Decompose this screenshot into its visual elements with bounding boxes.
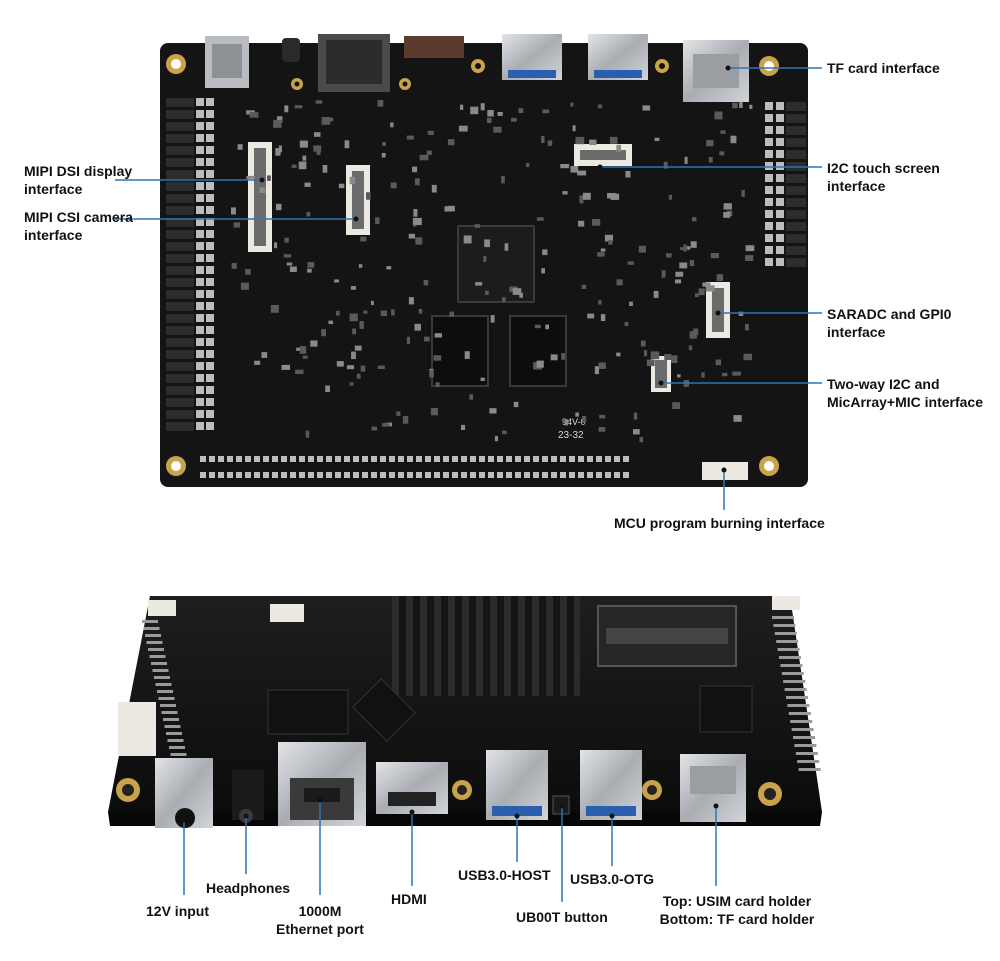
usb-otg-port bbox=[580, 750, 642, 820]
side-header-pins bbox=[142, 616, 821, 771]
label-mipi-csi-line2: interface bbox=[24, 227, 83, 243]
ul-mark: 94V-0 bbox=[562, 417, 586, 427]
label-i2c-touch-line1: I2C touch screen bbox=[827, 160, 940, 176]
label-ethernet-line2: Ethernet port bbox=[276, 921, 364, 937]
side-board bbox=[108, 596, 822, 828]
hdmi-port bbox=[376, 762, 448, 814]
label-i2c-touch: I2C touch screen interface bbox=[827, 159, 940, 195]
top-edge-connectors bbox=[205, 34, 749, 102]
label-card-line1: Top: USIM card holder bbox=[662, 893, 812, 909]
top-header-pins bbox=[166, 98, 806, 478]
heatsink bbox=[392, 596, 580, 696]
label-hdmi: HDMI bbox=[391, 891, 427, 907]
label-mcu-burning: MCU program burning interface bbox=[614, 515, 825, 531]
label-card-holder: Top: USIM card holder Bottom: TF card ho… bbox=[644, 892, 830, 928]
top-mounting-holes bbox=[166, 54, 779, 476]
top-board: 94V-0 23-32 bbox=[160, 34, 808, 487]
label-mipi-dsi-line1: MIPI DSI display bbox=[24, 163, 133, 179]
top-leader-lines bbox=[115, 67, 822, 510]
label-card-line2: Bottom: TF card holder bbox=[659, 911, 815, 927]
label-headphones: Headphones bbox=[206, 880, 291, 896]
label-ethernet-line1: 1000M bbox=[298, 903, 342, 919]
label-i2c-touch-line2: interface bbox=[827, 178, 886, 194]
label-mipi-dsi: MIPI DSI display interface bbox=[24, 162, 132, 198]
top-smd-components bbox=[231, 100, 755, 443]
label-twoway-line2: MicArray+MIC interface bbox=[827, 394, 984, 410]
side-leader-dots bbox=[181, 797, 719, 823]
label-mipi-dsi-line2: interface bbox=[24, 181, 83, 197]
date-code: 23-32 bbox=[558, 430, 584, 441]
label-boot-button: UB00T button bbox=[516, 909, 608, 925]
soc-and-memory bbox=[431, 225, 567, 387]
label-tf-card: TF card interface bbox=[827, 60, 940, 76]
label-ethernet: 1000M Ethernet port bbox=[268, 902, 372, 938]
label-usb-otg: USB3.0-OTG bbox=[570, 871, 655, 887]
label-saradc-line1: SARADC and GPI0 bbox=[827, 306, 952, 322]
card-holder bbox=[680, 754, 746, 822]
label-saradc: SARADC and GPI0 interface bbox=[827, 305, 951, 341]
headphone-jack bbox=[232, 770, 264, 823]
label-saradc-line2: interface bbox=[827, 324, 886, 340]
side-leader-lines bbox=[183, 800, 717, 902]
top-leader-dots bbox=[259, 65, 731, 473]
ethernet-port bbox=[278, 742, 366, 826]
dc-jack bbox=[155, 758, 213, 828]
label-12v-input: 12V input bbox=[146, 903, 210, 919]
label-mipi-csi-line1: MIPI CSI camera bbox=[24, 209, 133, 225]
fpc-connectors bbox=[248, 142, 748, 480]
label-twoway-i2c: Two-way I2C and MicArray+MIC interface bbox=[827, 375, 983, 411]
usb-host-port bbox=[486, 750, 548, 820]
label-usb-host: USB3.0-HOST bbox=[458, 867, 551, 883]
label-mipi-csi: MIPI CSI camera interface bbox=[24, 208, 133, 244]
label-twoway-line1: Two-way I2C and bbox=[827, 376, 940, 392]
